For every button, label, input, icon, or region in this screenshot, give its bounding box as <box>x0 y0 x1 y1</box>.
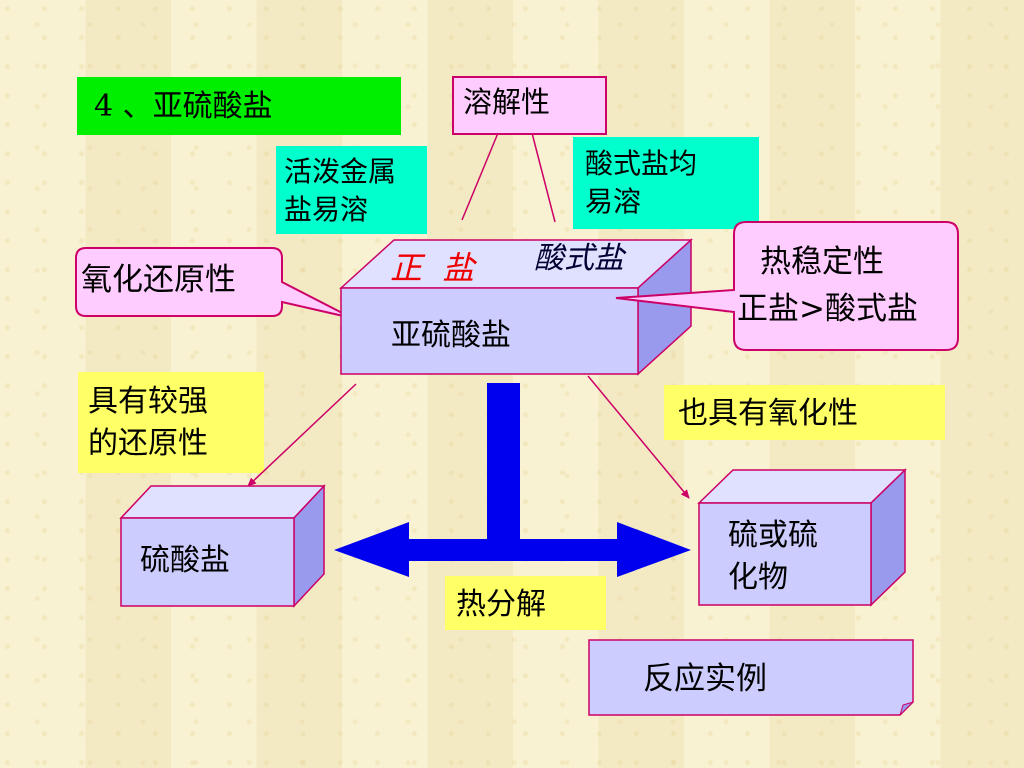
redox-label: 氧化还原性 <box>81 262 236 298</box>
active-metal-line2: 盐易溶 <box>284 193 369 226</box>
arrow-to-sulfur <box>587 375 690 499</box>
sulfite-box-front <box>340 287 639 375</box>
active-metal-line1: 活泼金属 <box>284 155 397 188</box>
acid-salt-label: 酸式盐 <box>534 241 624 276</box>
active-metal-box <box>276 146 427 234</box>
sulfur-box-top <box>697 469 907 504</box>
thermal-decomp-box <box>445 576 606 630</box>
redox-callout <box>75 247 353 319</box>
reducing-line2: 的还原性 <box>88 426 208 461</box>
examples-label[interactable]: 反应实例 <box>643 661 767 697</box>
sulfur-line2: 化物 <box>728 560 788 595</box>
reducing-box <box>78 372 264 473</box>
title-box <box>77 77 401 135</box>
sulfur-line1: 硫或硫 <box>728 518 818 553</box>
oxidizing-box <box>664 385 945 440</box>
thermal-callout <box>615 221 959 351</box>
thermal-decomp-label: 热分解 <box>456 587 546 622</box>
acid-salt-soluble-line2: 易溶 <box>585 185 642 218</box>
acid-salt-soluble-line1: 酸式盐均 <box>585 147 698 180</box>
sulfate-box-top <box>119 485 326 519</box>
solubility-pointer-right <box>531 132 556 223</box>
oxidizing-label: 也具有氧化性 <box>678 396 858 431</box>
solubility-label: 溶解性 <box>463 85 551 119</box>
sulfite-label: 亚硫酸盐 <box>391 318 511 353</box>
sulfur-box-front <box>698 502 872 606</box>
sulfate-label: 硫酸盐 <box>140 543 230 578</box>
thermal-line2: 正盐>酸式盐 <box>737 291 918 327</box>
solubility-callout <box>452 76 607 135</box>
solubility-pointer-left <box>461 132 499 221</box>
acid-salt-soluble-box <box>573 137 759 229</box>
thermal-line1: 热稳定性 <box>760 244 884 280</box>
normal-salt-label: 正 盐 <box>390 249 475 287</box>
examples-fold <box>899 701 914 716</box>
blue-double-arrow <box>334 522 691 577</box>
sulfate-box-front <box>120 517 295 607</box>
arrow-to-sulfate <box>247 383 357 487</box>
page-title: 4 、亚硫酸盐 <box>94 89 273 124</box>
blue-stem <box>487 383 520 539</box>
reducing-line1: 具有较强 <box>88 384 208 419</box>
